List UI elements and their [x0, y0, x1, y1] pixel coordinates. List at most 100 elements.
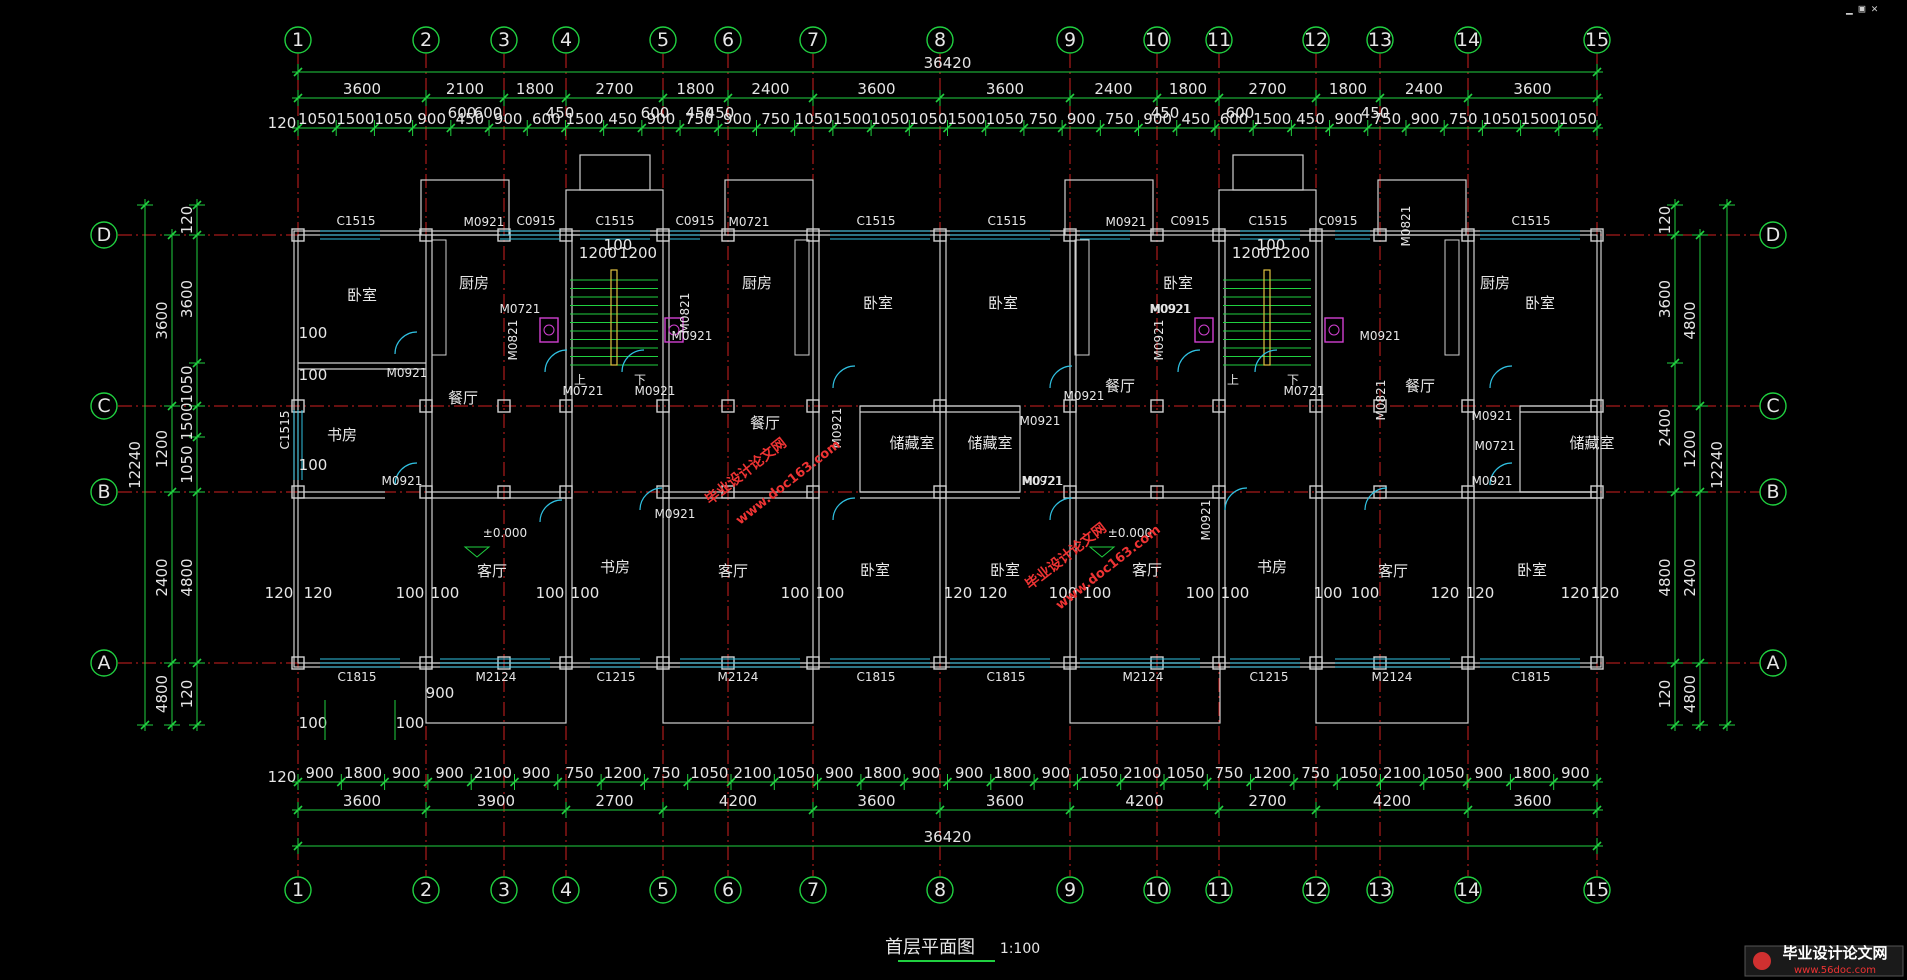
dim-bottom-row2-tick [1311, 805, 1321, 815]
column [419, 485, 433, 499]
bathtub-fixture [1194, 317, 1214, 343]
dim-bottom-row1-tick [423, 777, 433, 787]
dim-left-outer-text: 2400 [153, 558, 171, 596]
axis-bubble [490, 876, 518, 904]
dim-top-row2-tick [1065, 93, 1075, 103]
dim-top-row3-text: 1500 [1253, 110, 1291, 128]
door-label: M0921 [1151, 302, 1192, 316]
dim-left-outer-text: 1200 [153, 430, 171, 468]
axis-label: 10 [1145, 29, 1169, 51]
dim-bottom-row2-tick [658, 805, 668, 815]
axis-label: 11 [1207, 29, 1231, 51]
dim-bottom-total-tick [1592, 841, 1602, 851]
dim-right-outer-tick [1695, 401, 1705, 411]
door-swing [1364, 487, 1388, 511]
dim-top-row3-top: 600 [1226, 104, 1255, 122]
elevation-symbol [463, 546, 491, 558]
door-swing [832, 365, 856, 389]
wall-dim: 100 [299, 324, 328, 342]
dim-bottom-row1-text: 1050 [1340, 764, 1378, 782]
dim-bottom-start: 120 [268, 768, 297, 786]
dim-top-row3-top: 450 [546, 104, 575, 122]
axis-bubble [1302, 26, 1330, 54]
room-label: 餐厅 [750, 414, 780, 432]
dim-top-row3-tick [790, 123, 800, 133]
dim-bottom-row1-tick [293, 777, 303, 787]
axis-bubble [1143, 876, 1171, 904]
axis-label: B [97, 481, 110, 503]
dim-top-row3-tick [1133, 123, 1144, 133]
room-label: 储藏室 [1569, 434, 1614, 452]
window-label: C0915 [676, 214, 715, 228]
dim-top-row3-tick [828, 123, 838, 133]
dim-top-row3-tick [408, 123, 418, 133]
wall-dim: 100 [299, 456, 328, 474]
axis-label: 1 [292, 879, 304, 901]
column [419, 228, 433, 242]
door-label: M0921 [1472, 474, 1513, 488]
room-label: 卧室 [1163, 274, 1193, 292]
axis-label: 12 [1304, 879, 1328, 901]
minimize-button[interactable]: ▁ [1846, 2, 1853, 15]
column [1461, 656, 1475, 670]
axis-label: 13 [1368, 879, 1392, 901]
room-label: 卧室 [863, 294, 893, 312]
room-label: 卧室 [347, 286, 377, 304]
door-swing [1049, 497, 1073, 521]
dim-bottom-row2-text: 3600 [857, 792, 895, 810]
dim-top-row2-tick [723, 93, 733, 103]
dim-right-inner-text: 120 [1656, 680, 1674, 709]
column [933, 399, 947, 413]
window-label: M2124 [1372, 670, 1413, 684]
dim-right-inner-text: 2400 [1656, 408, 1674, 446]
axis-label: 15 [1585, 879, 1609, 901]
dim-bottom-row1-tick [986, 777, 996, 787]
column [806, 485, 820, 499]
dim-bottom-row1-text: 1200 [1253, 764, 1291, 782]
axis-label: C [1766, 395, 1779, 417]
dim-bottom-row1-tick [380, 777, 390, 787]
door-label: M0821 [1374, 380, 1388, 421]
axis-bubble [284, 26, 312, 54]
dim-bottom-row1-tick [726, 777, 736, 787]
dim-right-outer-tick [1695, 487, 1705, 497]
dim-bottom-row1-text: 900 [1041, 764, 1070, 782]
stair-bump [1218, 189, 1317, 236]
dim-right-inner-tick [1670, 230, 1680, 240]
axis-bubble [799, 26, 827, 54]
dim-bottom-row2-tick [935, 805, 945, 815]
axis-bubble [1205, 26, 1233, 54]
elevation-symbol [1088, 546, 1116, 558]
room-label: 卧室 [1525, 294, 1555, 312]
dim-bottom-row1-text: 900 [522, 764, 551, 782]
dim-bottom-row1-tick [1592, 777, 1602, 787]
door-label: M0921 [1360, 329, 1401, 343]
axis-bubble [90, 649, 118, 677]
restore-button[interactable]: ▣ [1858, 2, 1866, 15]
wall-dim: 1200 [619, 244, 657, 262]
dim-left-inner-tick [192, 200, 202, 210]
dim-top-row2-text: 1800 [1329, 80, 1367, 98]
dim-top-row3-tick [1210, 123, 1220, 133]
dim-left-outer-tick [167, 658, 177, 668]
basin-fixture [1328, 324, 1340, 336]
axis-bubble [1366, 26, 1394, 54]
axis-bubble [1056, 26, 1084, 54]
axis-bubble [412, 26, 440, 54]
dim-top-row3-tick [981, 123, 991, 133]
column [1212, 399, 1226, 413]
dim-left-inner-text: 1050 [178, 365, 196, 403]
dim-top-start: 120 [268, 114, 297, 132]
axis-bubble [1759, 649, 1787, 677]
dim-top-row3-text: 1050 [298, 110, 336, 128]
dim-left-outer-tick [167, 487, 177, 497]
dim-top-row3-text: 600 [1220, 110, 1249, 128]
dim-right-inner-tick [1670, 658, 1680, 668]
close-button[interactable]: ✕ [1871, 2, 1878, 15]
wall-dim: 100 [396, 584, 425, 602]
dim-left-inner-text: 1500 [178, 402, 196, 440]
room-label: 卧室 [988, 294, 1018, 312]
dim-bottom-row1-tick [683, 777, 693, 787]
